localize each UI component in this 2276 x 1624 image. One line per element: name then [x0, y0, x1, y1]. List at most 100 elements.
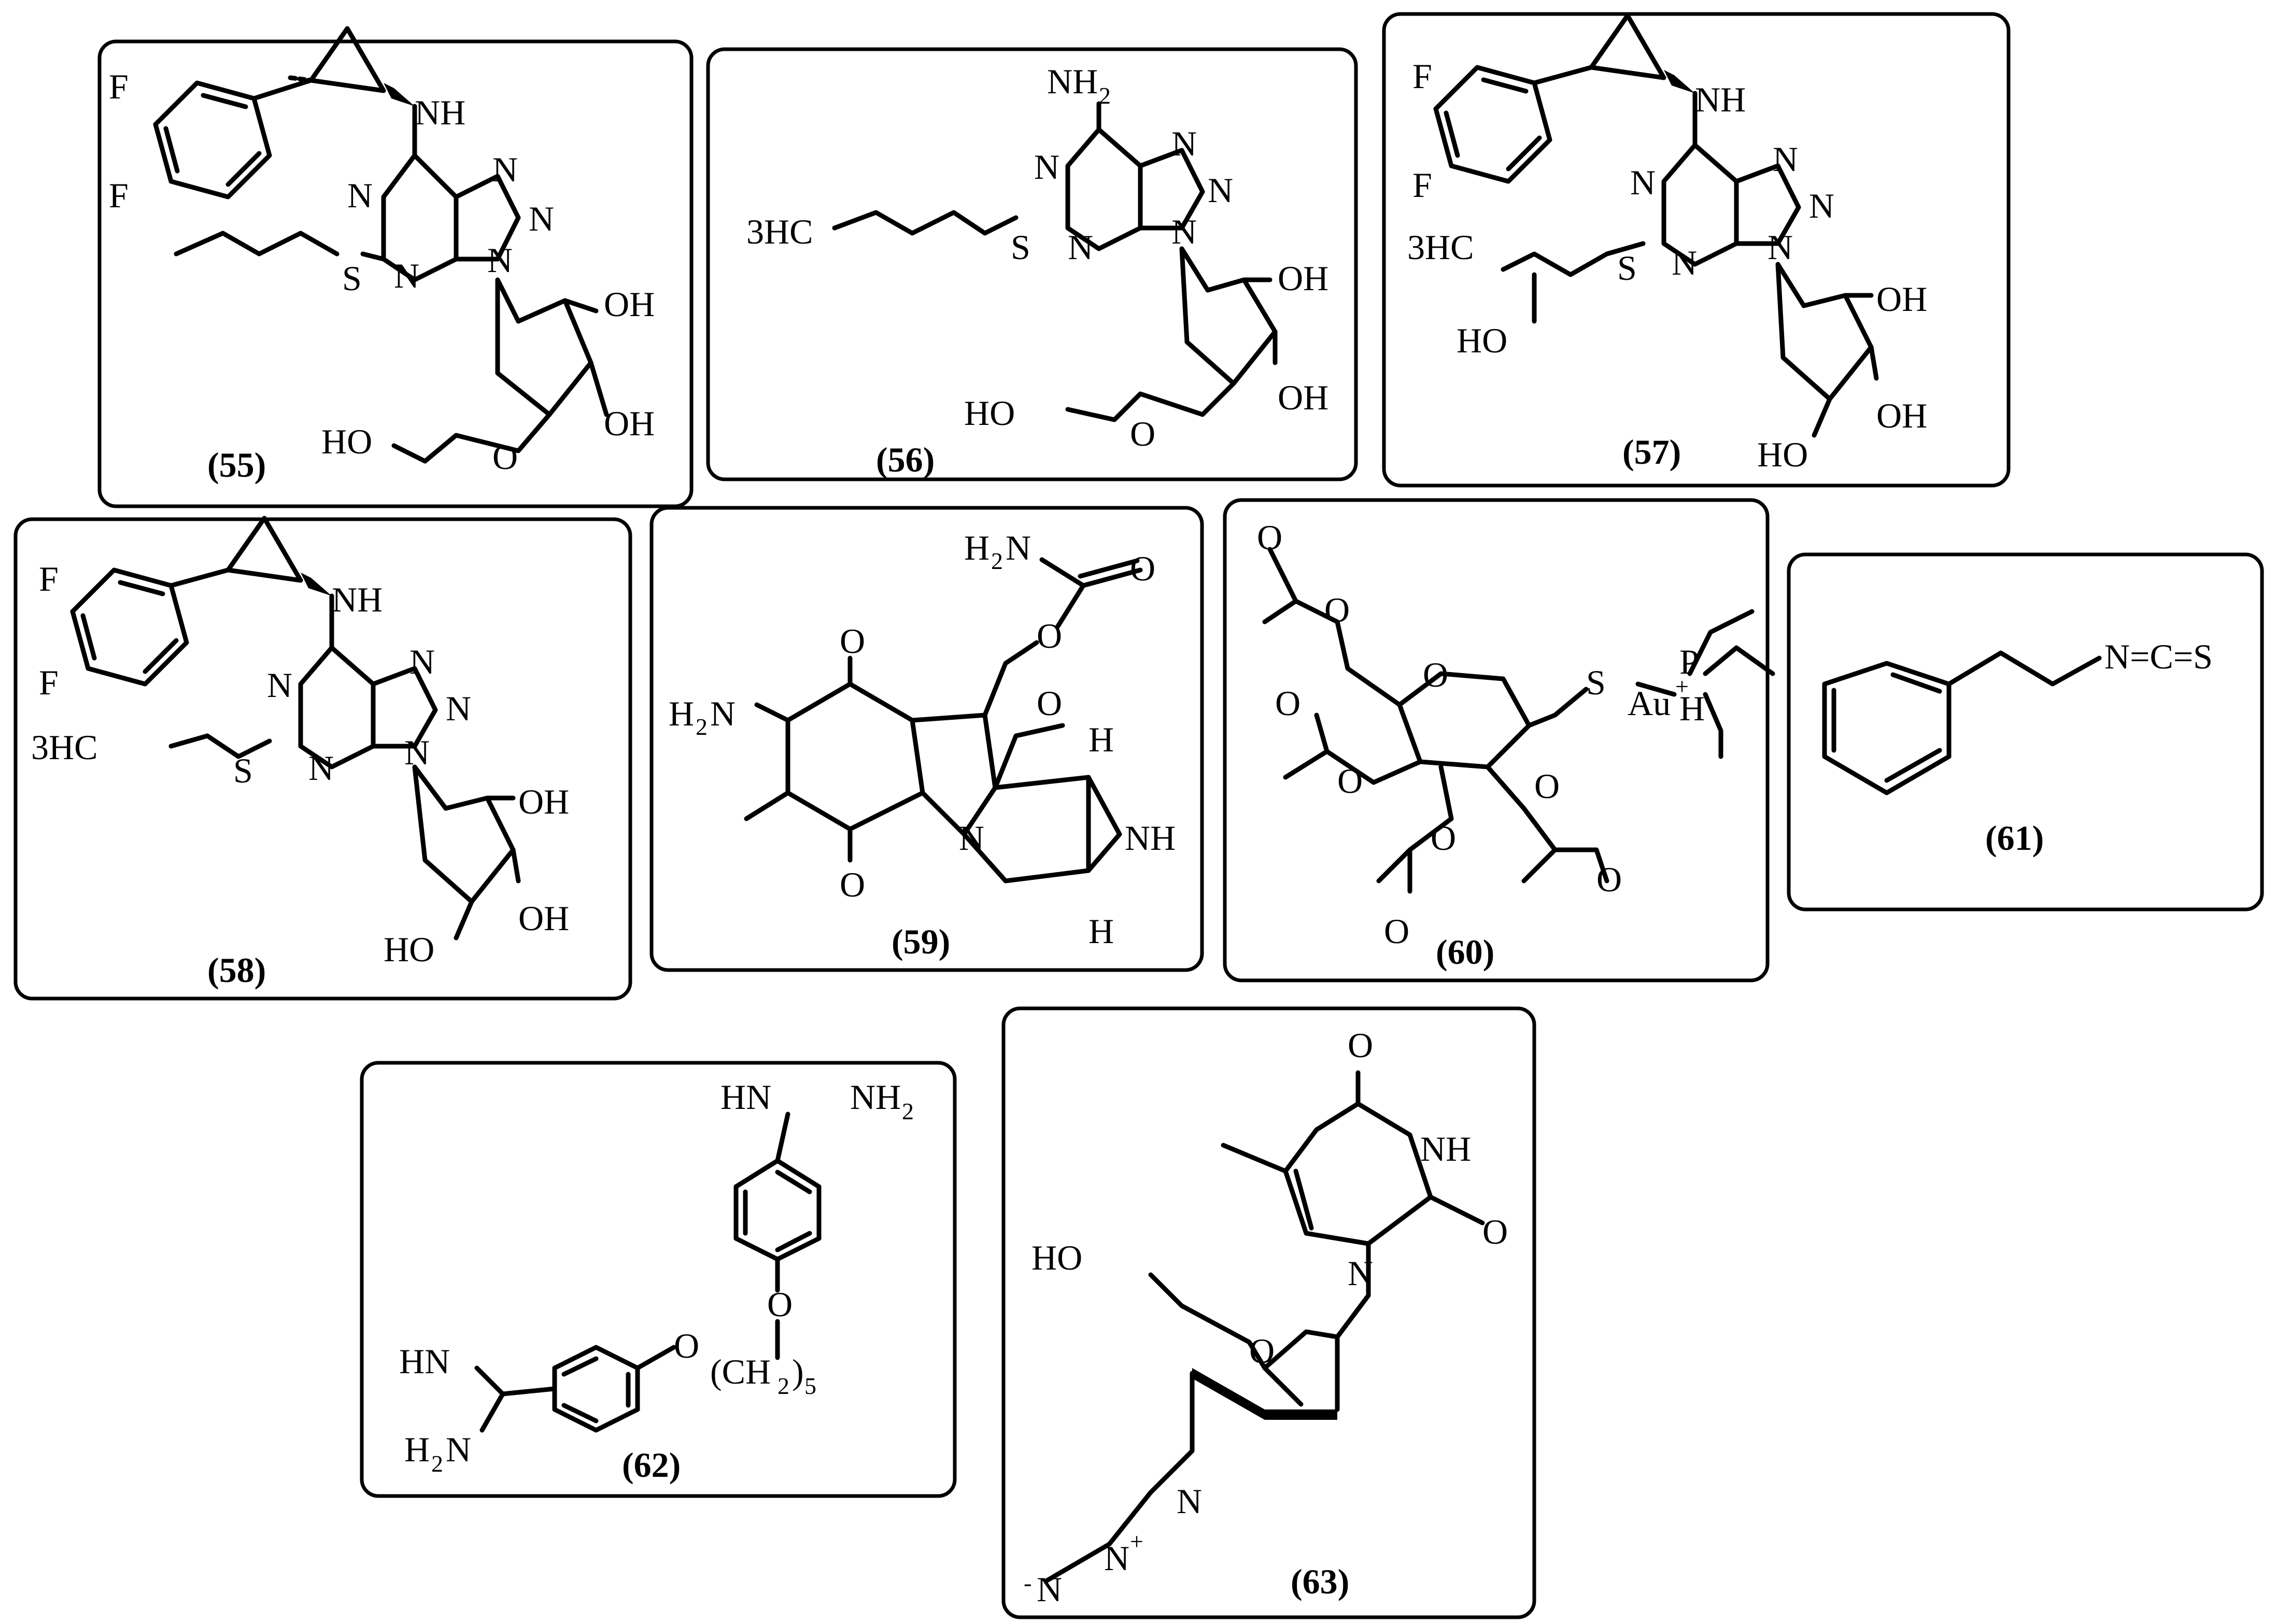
box-61 — [1787, 552, 2264, 911]
compound-label: (56) — [876, 440, 935, 479]
atom-HN-label: HN — [720, 1077, 771, 1117]
atom-N-label: N — [492, 150, 518, 189]
atom-P-label: P — [1679, 642, 1699, 681]
atom-N-label: N — [487, 240, 513, 280]
atom-O-label: O — [1249, 1331, 1275, 1371]
atom-Au-label: Au — [1628, 683, 1671, 723]
compound-58: F F NH N N N N N 3HC S OH OH HO (58) — [13, 516, 632, 1001]
charge-plus-label: + — [1130, 1528, 1143, 1555]
atom-NH-label: NH — [332, 580, 383, 619]
atom-N-label: N — [446, 689, 471, 728]
atom-N-label: N — [1068, 227, 1093, 267]
atom-O-label: O — [1431, 818, 1456, 858]
compound-label: (55) — [207, 445, 266, 485]
atom-N-label: N — [1208, 170, 1233, 210]
atom-N-label: N — [394, 256, 419, 295]
box-62 — [360, 1061, 957, 1498]
charge-plus-label: + — [1675, 673, 1689, 700]
compound-label: (62) — [622, 1445, 681, 1485]
box-59 — [649, 506, 1204, 972]
atom-OH-label: OH — [1876, 279, 1927, 319]
compound-63: O NH O N HO O N N N + - (63) — [1001, 1006, 1536, 1619]
atom-O-label: O — [674, 1326, 699, 1365]
atom-F2-label: F — [1412, 165, 1432, 205]
atom-N-label: N — [1104, 1538, 1129, 1578]
atom-O-label: O — [1482, 1212, 1508, 1251]
atom-N-label: N — [308, 748, 334, 788]
atom-N-label: N — [1006, 528, 1031, 567]
atom-S-label: S — [1617, 248, 1637, 288]
box-55 — [97, 39, 694, 508]
compound-59: H 2 N O O O O H 2 N O N NH H H (59) — [649, 506, 1204, 972]
atom-N-label: N — [1037, 1570, 1062, 1609]
atom-N-label: N — [710, 694, 736, 733]
compound-label: (61) — [1985, 818, 2044, 858]
atom-HO-label: HO — [964, 393, 1015, 433]
compound-label: (59) — [892, 922, 950, 961]
atom-HO-label: HO — [321, 422, 372, 461]
atom-OH-label: OH — [518, 899, 569, 938]
atom-O-label: O — [767, 1285, 793, 1324]
atom-O-label: O — [1130, 549, 1155, 588]
atom-O-label: O — [1275, 683, 1300, 723]
atom-F2-label: F — [39, 663, 59, 702]
atom-OH-label: OH — [1278, 378, 1328, 417]
atom-OH-label: OH — [518, 782, 569, 821]
atom-N-label: N — [404, 733, 430, 772]
atom-S-label: S — [1586, 663, 1606, 702]
atom-N-label: N — [267, 665, 292, 705]
atom-N-label: N — [1348, 1253, 1373, 1293]
atom-CH3-label: 3HC — [31, 728, 97, 767]
atom-H2-subscript: 2 — [431, 1450, 443, 1477]
atom-HN-label: HN — [399, 1342, 450, 1381]
charge-minus-label: - — [1024, 1570, 1031, 1596]
atom-NH-label: NH — [1125, 818, 1176, 858]
atom-S-label: S — [342, 259, 362, 298]
atom-F2-label: F — [109, 176, 129, 215]
compound-57: F F NH N N N N N 3HC HO S OH OH HO (57) — [1382, 12, 2011, 488]
atom-O-label: O — [1596, 860, 1622, 899]
chain-count-subscript: 5 — [804, 1373, 816, 1399]
chain-subscript: 2 — [777, 1373, 789, 1399]
atom-NH2-label: NH — [850, 1077, 901, 1117]
atom-N-label: N — [529, 199, 554, 238]
box-63 — [1001, 1006, 1536, 1619]
atom-NCS-label: N=C=S — [2104, 637, 2213, 676]
atom-O-label: O — [1348, 1025, 1373, 1065]
atom-N-label: N — [1809, 186, 1834, 225]
atom-S-label: S — [233, 751, 253, 790]
atom-N-label: N — [1171, 124, 1197, 163]
compound-56: NH 2 N N N N N 3HC S OH OH HO O (56) — [706, 47, 1358, 481]
atom-N-label: N — [1034, 147, 1059, 187]
atom-N-label: N — [959, 818, 984, 858]
atom-N-label: N — [1672, 243, 1697, 282]
atom-N-label: N — [347, 176, 373, 215]
atom-NH-label: NH — [1695, 80, 1746, 119]
chain-close-label: ) — [792, 1352, 804, 1391]
atom-N-label: N — [1630, 163, 1656, 202]
compound-62: HN NH 2 O O (CH 2 ) 5 HN H 2 N (62) — [360, 1061, 957, 1498]
atom-F1-label: F — [1412, 56, 1432, 96]
atom-OH-label: OH — [1278, 259, 1328, 298]
atom-N-label: N — [446, 1430, 471, 1469]
atom-NH2-label: NH — [1047, 62, 1098, 101]
atom-H-label: H — [669, 694, 694, 733]
atom-NH2-subscript: 2 — [902, 1098, 914, 1124]
atom-F1-label: F — [39, 559, 59, 599]
atom-O-label: O — [840, 865, 865, 904]
atom-H-label: H — [1088, 911, 1114, 951]
compound-label: (57) — [1622, 432, 1681, 472]
compound-61: N=C=S (61) — [1787, 552, 2264, 911]
atom-OH-label: OH — [604, 404, 655, 443]
atom-H-label: H — [1679, 689, 1705, 728]
atom-HO-label: HO — [1031, 1238, 1082, 1277]
atom-O-label: O — [1324, 590, 1350, 630]
atom-O-label: O — [1534, 766, 1560, 806]
atom-O-label: O — [840, 621, 865, 661]
compound-60: O O O O O O O O O S Au P H + (60) — [1223, 498, 1775, 982]
atom-NH-label: NH — [1420, 1129, 1471, 1169]
atom-N-label: N — [1171, 212, 1197, 251]
atom-N-label: N — [1773, 139, 1798, 179]
atom-O-label: O — [1423, 655, 1448, 694]
